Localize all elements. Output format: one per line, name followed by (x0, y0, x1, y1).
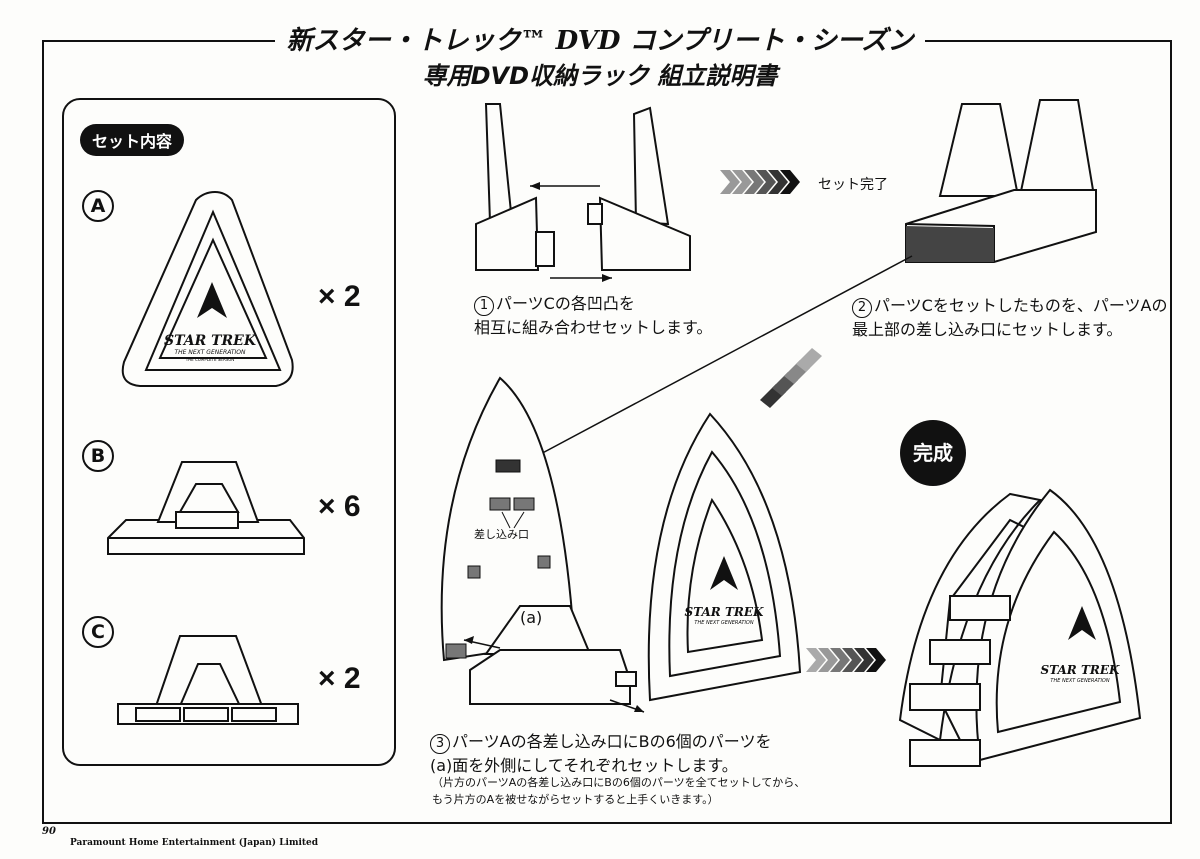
step3-note-line1: （片方のパーツAの各差し込み口にBの6個のパーツを全てセットしてから、 (432, 776, 806, 789)
emblem-main-text: STAR TREK (685, 605, 764, 619)
emblem-main-text: STAR TREK (164, 333, 257, 349)
emblem-sub-text: THE NEXT GENERATION (1050, 678, 1109, 684)
emblem-sub-text: THE NEXT GENERATION (694, 620, 753, 626)
part-b-illustration (107, 461, 305, 555)
chevrons-to-set-done (720, 170, 800, 194)
part-b-qty: × 6 (318, 490, 361, 523)
part-b-letter: B (82, 440, 114, 472)
delta-emblem-icon (710, 556, 738, 590)
page-subtitle: 専用DVD収納ラック 組立説明書 (422, 62, 778, 90)
step3-line2: (a)面を外側にしてそれぞれセットします。 (430, 756, 738, 775)
step1-number: 1 (474, 296, 494, 316)
step3-part-b-inserted (469, 605, 637, 705)
step3-part-a-with-slots (440, 376, 576, 662)
delta-emblem-icon (1068, 606, 1096, 640)
part-c-illustration (117, 635, 299, 725)
step2-line2: 最上部の差し込み口にセットします。 (852, 320, 1123, 339)
part-c-letter: C (82, 616, 114, 648)
step1-line1: パーツCの各凹凸を (496, 294, 635, 313)
step3-note: （片方のパーツAの各差し込み口にBの6個のパーツを全てセットしてから、 もう片方… (432, 774, 805, 808)
paramount-90-logo: 90 (42, 826, 56, 837)
step1-left-part-c (475, 103, 555, 271)
delta-emblem-icon (197, 282, 227, 318)
page-title: 新スター・トレック™ DVD コンプリート・シーズン (0, 20, 1200, 57)
step3-number: 3 (430, 734, 450, 754)
step2-line1: パーツCをセットしたものを、パーツAの (874, 296, 1168, 315)
part-c-qty: × 2 (318, 662, 361, 695)
part-a-illustration (121, 190, 294, 387)
slot-shaded-face (906, 226, 994, 262)
part-a-letter: A (82, 190, 114, 222)
emblem-sub-text: THE NEXT GENERATION (174, 349, 246, 356)
complete-badge: 完成 (900, 420, 966, 486)
complete-rack (898, 488, 1142, 767)
chevrons-step2 (760, 348, 822, 408)
step1-right-part-c (587, 106, 691, 271)
step3-line1: パーツAの各差し込み口にBの6個のパーツを (452, 732, 772, 751)
emblem-tiny-text: THE COMPLETE SEASON (185, 357, 235, 362)
face-a-label: (a) (520, 608, 543, 627)
long-arrow (519, 255, 913, 466)
footer-company: Paramount Home Entertainment (Japan) Lim… (70, 838, 319, 848)
step2-number: 2 (852, 298, 872, 318)
emblem-main-text: STAR TREK (1041, 663, 1120, 677)
set-done-label: セット完了 (818, 177, 888, 193)
slot-label: 差し込み口 (474, 528, 529, 541)
part-a-qty: × 2 (318, 280, 361, 313)
chevrons-to-complete (806, 648, 886, 672)
set-contents-label: セット内容 (80, 124, 185, 156)
step1-line2: 相互に組み合わせセットします。 (474, 318, 713, 337)
step3-note-line2: もう片方のAを被せながらセットすると上手くいきます。） (432, 793, 719, 806)
